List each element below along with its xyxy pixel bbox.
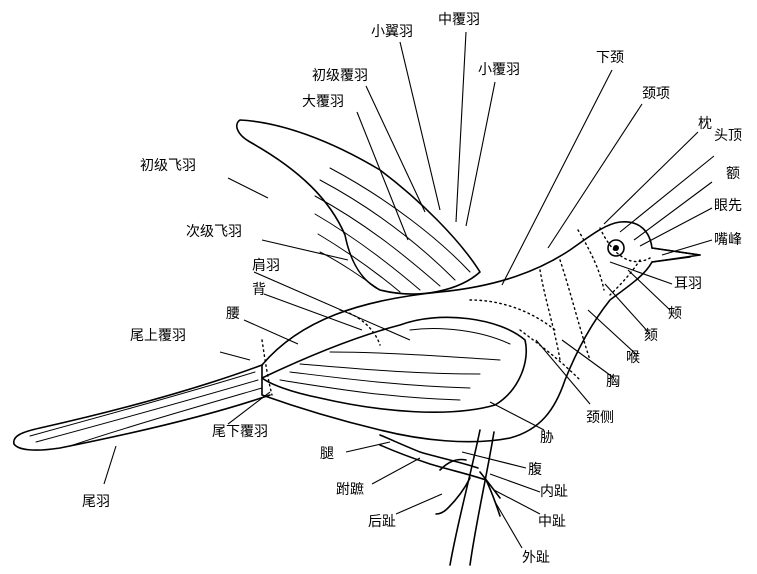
label-jianyu: 肩羽 bbox=[252, 258, 280, 274]
label-xiajing: 下颈 bbox=[596, 50, 624, 66]
label-eryu: 耳羽 bbox=[674, 276, 702, 292]
label-zhongfuyu: 中覆羽 bbox=[438, 12, 480, 28]
label-zuifeng: 嘴峰 bbox=[714, 232, 742, 248]
label-yao: 腰 bbox=[226, 306, 240, 322]
label-dafuyu: 大覆羽 bbox=[302, 94, 344, 110]
label-chujifeiyu: 初级飞羽 bbox=[140, 157, 196, 174]
bird-body-outline bbox=[14, 120, 700, 565]
label-tui: 腿 bbox=[320, 446, 334, 462]
label-jia: 颊 bbox=[668, 306, 682, 322]
folded-wing-lines bbox=[280, 329, 510, 400]
branch bbox=[440, 430, 494, 565]
label-jingxiang: 颈项 bbox=[642, 86, 670, 102]
label-ke: 颏 bbox=[644, 328, 658, 344]
label-bei: 背 bbox=[252, 282, 266, 298]
label-yanxian: 眼先 bbox=[714, 198, 742, 214]
label-houzhi: 后趾 bbox=[368, 514, 396, 530]
label-xiaoyiyu: 小翼羽 bbox=[371, 24, 413, 40]
label-jingce: 颈侧 bbox=[586, 410, 614, 426]
label-xie: 胁 bbox=[540, 430, 554, 446]
label-waizhi: 外趾 bbox=[522, 550, 550, 566]
part-labels: 小翼羽 中覆羽 小覆羽 初级覆羽 大覆羽 下颈 颈项 枕 头顶 额 眼先 嘴峰 … bbox=[82, 12, 742, 566]
beak bbox=[652, 248, 700, 262]
label-hou: 喉 bbox=[626, 350, 640, 366]
label-zhongzhi: 中趾 bbox=[538, 514, 566, 530]
label-cijifeiyu: 次级飞羽 bbox=[186, 224, 242, 240]
label-fu: 腹 bbox=[528, 461, 542, 478]
label-zhen: 枕 bbox=[698, 116, 712, 132]
label-e: 额 bbox=[726, 166, 740, 182]
label-xiaofuyu: 小覆羽 bbox=[478, 62, 520, 78]
toes bbox=[436, 472, 500, 516]
label-weixiafuyu: 尾下覆羽 bbox=[212, 424, 268, 440]
label-weishangfuyu: 尾上覆羽 bbox=[130, 328, 186, 344]
label-fuzhi: 跗蹠 bbox=[336, 482, 364, 498]
label-weiyu: 尾羽 bbox=[82, 494, 110, 510]
label-xiong: 胸 bbox=[606, 374, 620, 390]
label-neizhi: 内趾 bbox=[540, 484, 568, 500]
label-touding: 头顶 bbox=[714, 128, 742, 144]
label-chujifuyu: 初级覆羽 bbox=[312, 67, 368, 84]
